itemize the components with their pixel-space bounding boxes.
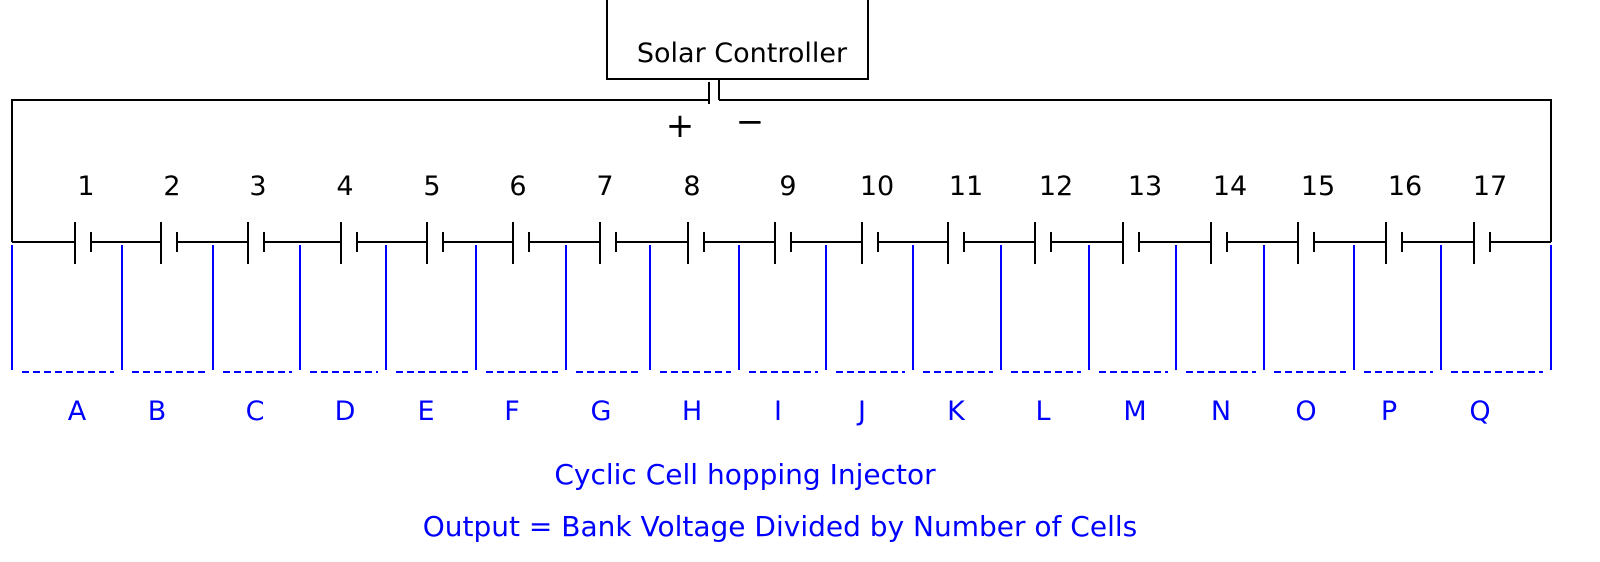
cell-13: 13 [1051, 171, 1162, 264]
cell-number: 11 [949, 171, 983, 202]
cell-3: 3 [177, 171, 267, 264]
cell-7: 7 [529, 171, 617, 264]
output-label: P [1381, 396, 1397, 427]
output-B: B [132, 371, 205, 427]
output-taps: A B C D E F G H I J K L M N O P Q [11, 245, 1552, 427]
cell-10: 10 [791, 171, 894, 264]
output-P: P [1364, 371, 1433, 427]
output-label: M [1123, 396, 1146, 427]
cell-number: 7 [596, 171, 613, 202]
negative-sign: − [736, 102, 765, 142]
output-label: Q [1469, 396, 1490, 427]
output-N: N [1186, 371, 1256, 427]
output-L: L [1011, 371, 1081, 427]
output-I: I [749, 371, 818, 427]
output-C: C [223, 371, 292, 427]
cell-number: 15 [1301, 171, 1335, 202]
output-M: M [1099, 371, 1168, 427]
cell-number: 13 [1128, 171, 1162, 202]
output-label: I [774, 396, 782, 427]
output-O: O [1274, 371, 1346, 427]
cell-12: 12 [964, 171, 1073, 264]
solar-controller-label: Solar Controller [637, 38, 848, 69]
output-label: J [856, 396, 866, 427]
output-label: L [1035, 396, 1050, 427]
cell-9: 9 [704, 171, 797, 264]
caption-title: Cyclic Cell hopping Injector [554, 458, 936, 491]
output-label: G [591, 396, 612, 427]
cell-number: 17 [1473, 171, 1507, 202]
output-A: A [22, 371, 114, 427]
output-Q: Q [1451, 371, 1543, 427]
output-label: F [504, 396, 520, 427]
cell-5: 5 [357, 171, 444, 264]
cell-number: 2 [163, 171, 180, 202]
cell-number: 10 [860, 171, 894, 202]
cell-number: 1 [77, 171, 94, 202]
output-label: D [335, 396, 356, 427]
cell-number: 16 [1388, 171, 1422, 202]
cell-14: 14 [1139, 171, 1247, 264]
solar-controller-box [606, 0, 869, 80]
output-label: A [68, 396, 87, 427]
output-E: E [396, 371, 468, 427]
positive-sign: + [666, 106, 695, 146]
cell-number: 12 [1039, 171, 1073, 202]
output-label: K [947, 396, 966, 427]
output-label: H [682, 396, 702, 427]
cell-number: 9 [779, 171, 796, 202]
cell-11: 11 [878, 171, 983, 264]
cell-17: 17 [1402, 171, 1507, 264]
output-label: E [417, 396, 434, 427]
caption-formula: Output = Bank Voltage Divided by Number … [423, 510, 1137, 543]
cell-number: 14 [1213, 171, 1247, 202]
cell-number: 5 [423, 171, 440, 202]
cell-number: 3 [249, 171, 266, 202]
output-label: N [1211, 396, 1231, 427]
cell-6: 6 [443, 171, 530, 264]
cell-1: 1 [12, 171, 95, 264]
output-F: F [486, 371, 558, 427]
cell-15: 15 [1227, 171, 1335, 264]
output-label: O [1295, 396, 1316, 427]
cell-number: 6 [509, 171, 526, 202]
output-H: H [660, 371, 731, 427]
positive-bus-wire [11, 99, 709, 242]
cell-2: 2 [91, 171, 181, 264]
cell-16: 16 [1314, 171, 1422, 264]
output-label: C [246, 396, 265, 427]
main-bus [11, 99, 1552, 242]
cell-number: 8 [683, 171, 700, 202]
output-J: J [836, 371, 905, 427]
output-D: D [310, 371, 378, 427]
cell-number: 4 [336, 171, 353, 202]
output-G: G [576, 371, 642, 427]
output-label: B [148, 396, 167, 427]
output-K: K [923, 371, 993, 427]
negative-bus-wire [719, 99, 1552, 242]
cell-4: 4 [264, 171, 358, 264]
solar-controller: Solar Controller + − [606, 0, 869, 146]
cell-8: 8 [616, 171, 705, 264]
